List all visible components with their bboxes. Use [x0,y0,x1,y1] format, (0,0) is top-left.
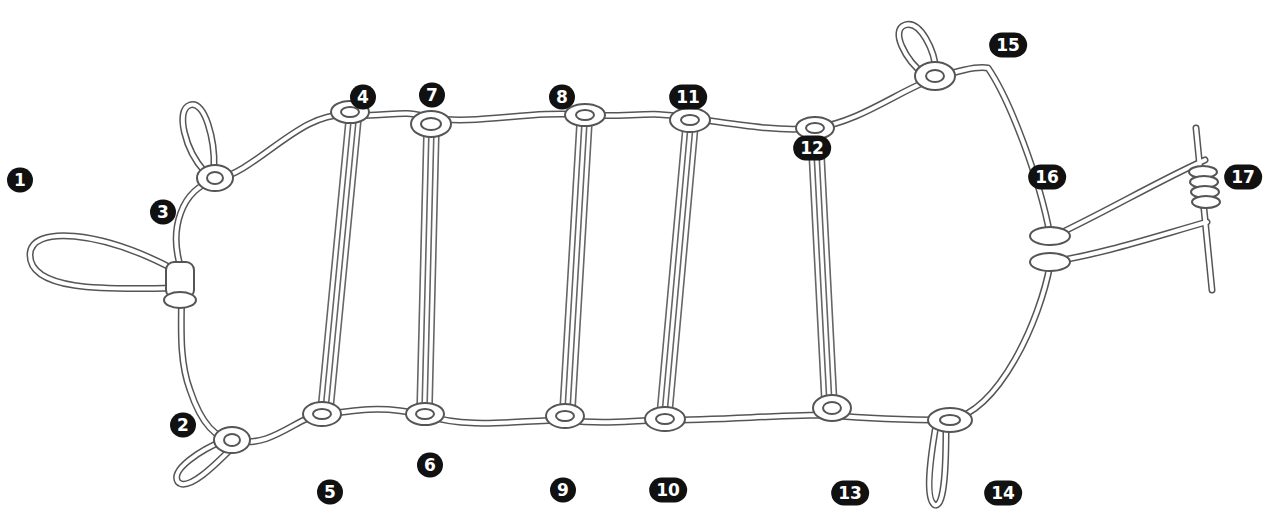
callout-number: 3 [150,200,176,225]
callout-number: 5 [317,480,343,505]
callout-number: 10 [649,478,687,503]
callout-number: 1 [7,168,33,193]
rungs [318,120,837,414]
callout-number: 15 [989,33,1027,58]
callout-number: 4 [350,85,376,110]
callout-number: 11 [669,85,707,110]
rope [30,24,1212,505]
callout-number: 14 [984,481,1022,506]
callout-number: 6 [417,453,443,478]
callout-number: 2 [170,413,196,438]
callout-number: 12 [793,136,831,161]
callout-number: 17 [1224,165,1262,190]
callout-number: 13 [831,481,869,506]
knots [164,62,1220,453]
callout-number: 7 [419,83,445,108]
callout-number: 8 [549,85,575,110]
callout-number: 16 [1028,165,1066,190]
callout-number: 9 [550,478,576,503]
